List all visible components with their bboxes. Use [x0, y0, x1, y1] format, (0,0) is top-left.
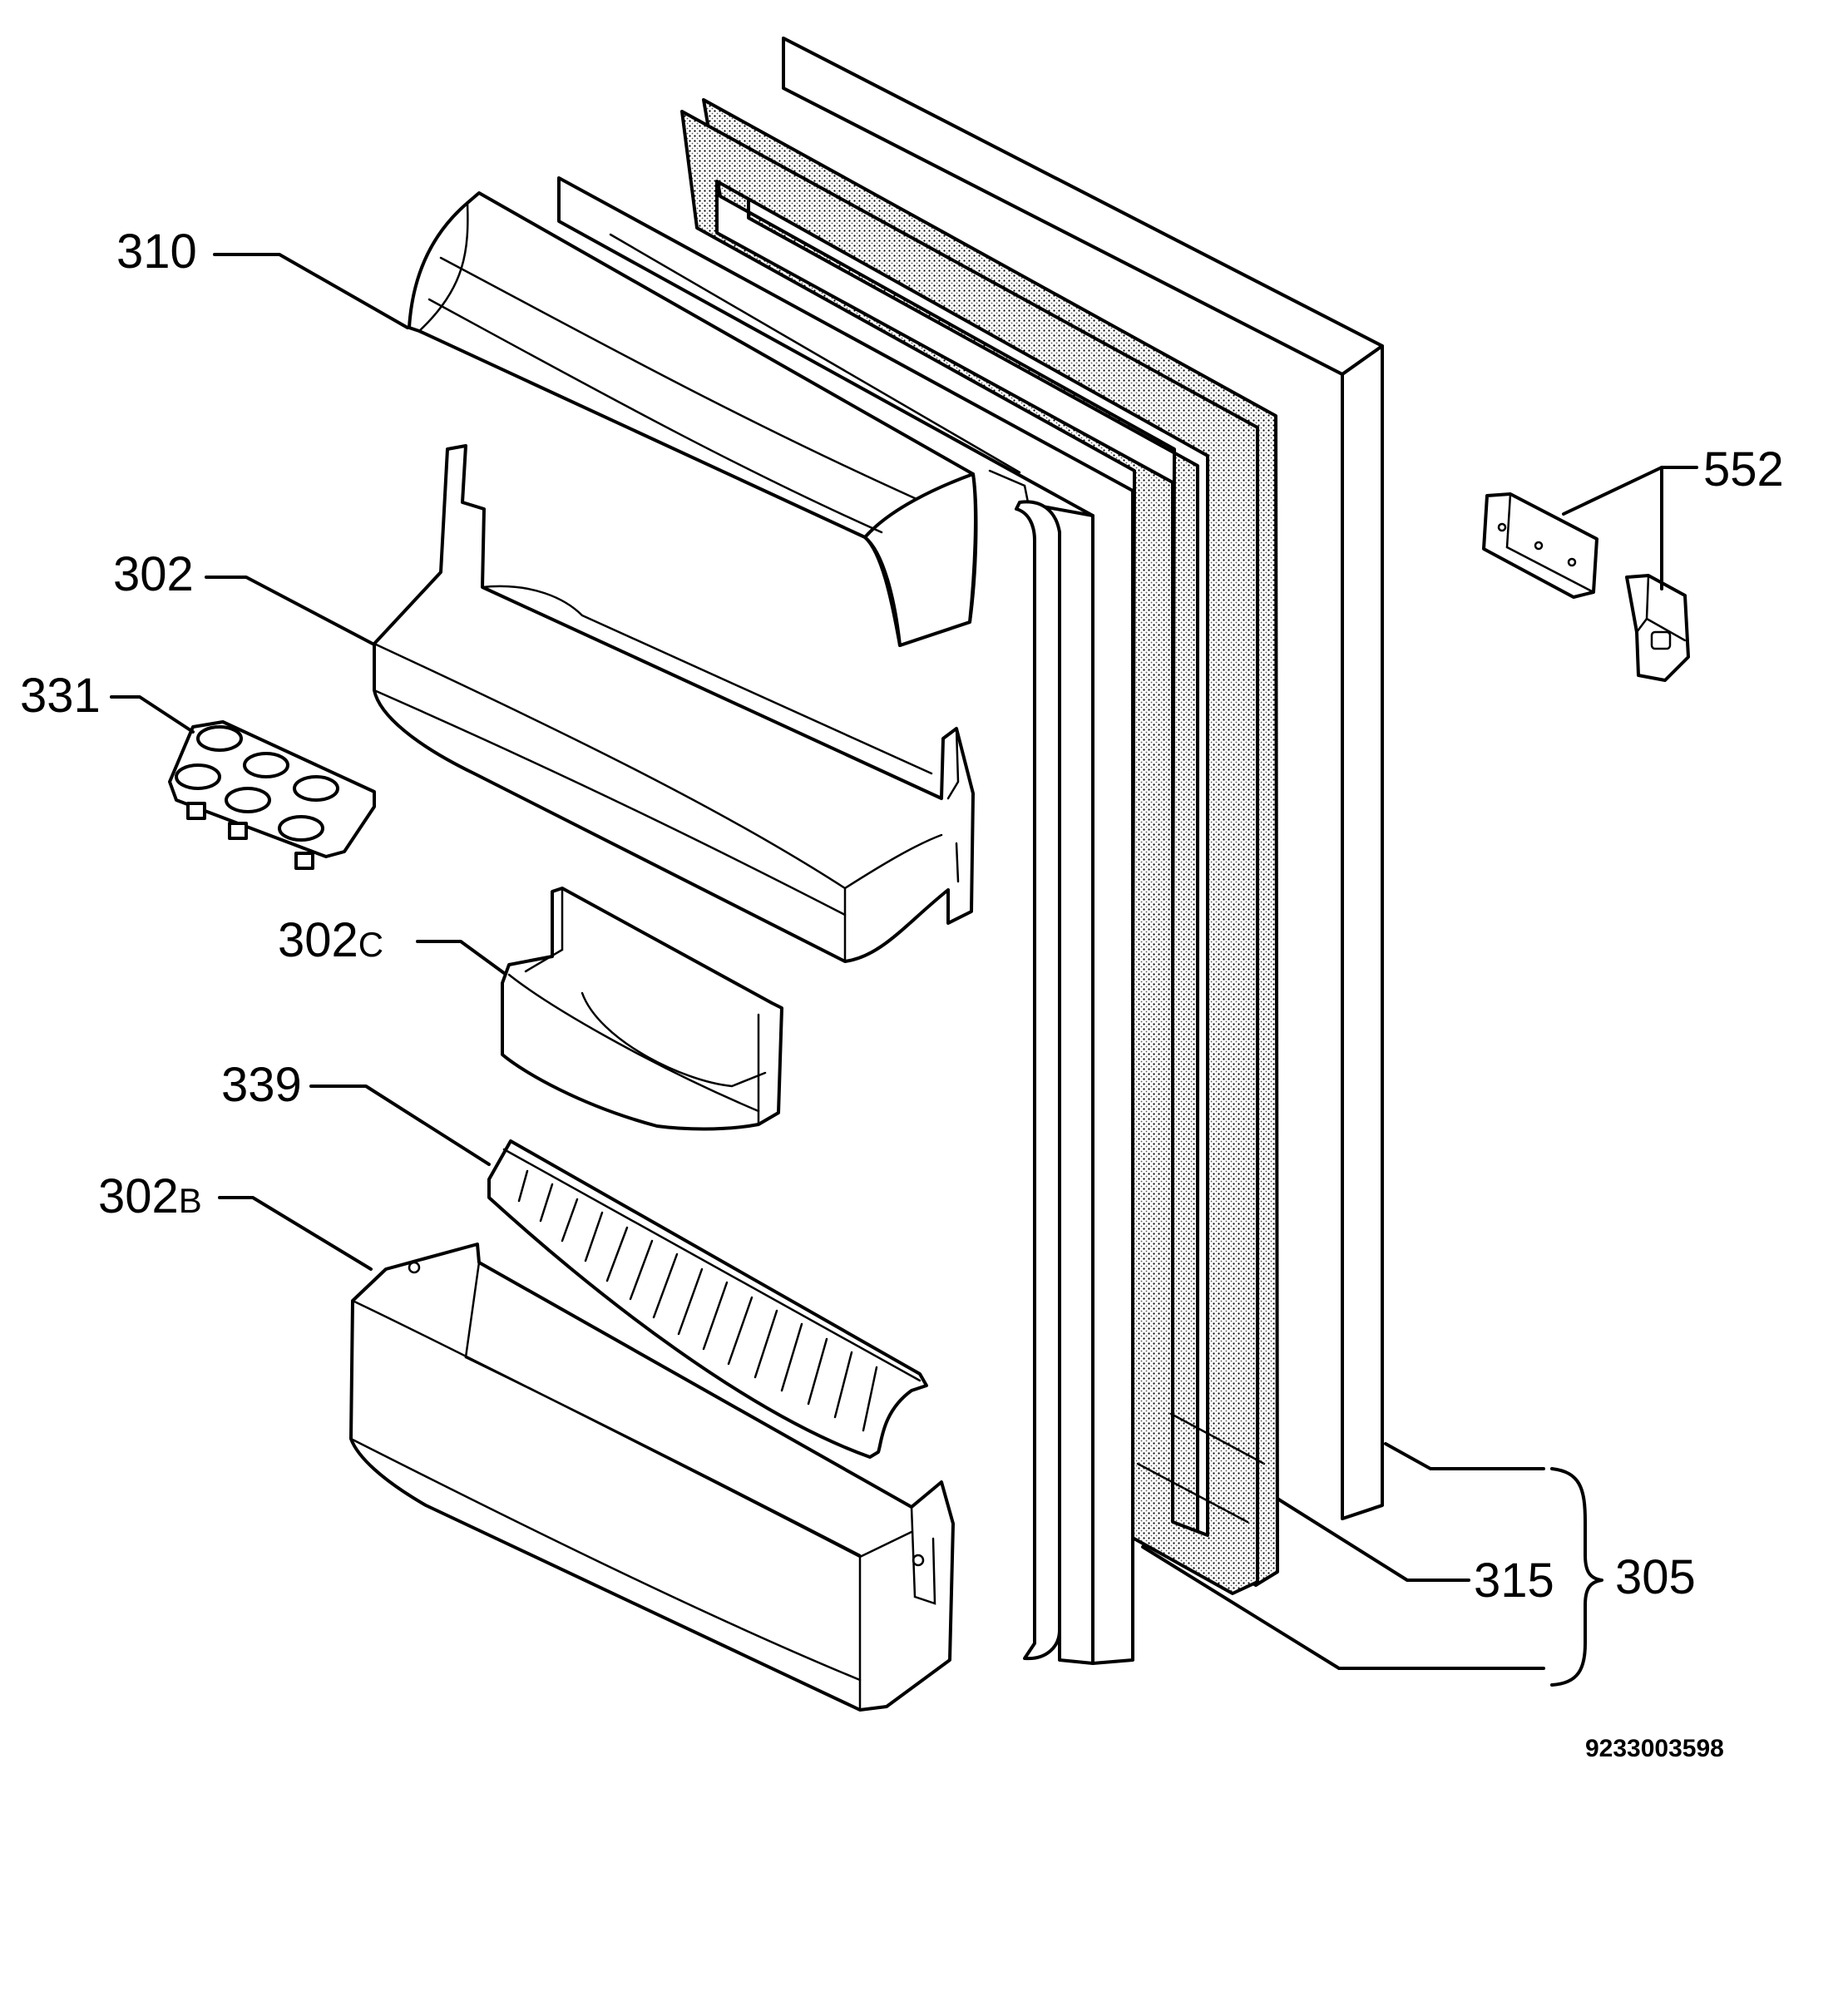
callout-302b-suffix: B: [179, 1181, 202, 1220]
lower-bottle-shelf: [349, 1243, 955, 1712]
callout-302b: 302B: [98, 1169, 202, 1223]
callout-302: 302: [113, 547, 194, 601]
callout-339: 339: [221, 1058, 302, 1112]
callout-310: 310: [116, 225, 197, 279]
upper-door-shelf: [373, 444, 975, 963]
leader-lines: [110, 253, 1698, 1687]
egg-tray: [168, 720, 376, 870]
callout-302b-number: 302: [98, 1169, 179, 1223]
callout-302c: 302C: [278, 913, 383, 967]
callout-552: 552: [1703, 442, 1784, 497]
callout-302c-number: 302: [278, 913, 358, 967]
hinge-brackets: [1482, 492, 1690, 682]
drawing-number: 9233003598: [1585, 1735, 1724, 1762]
bottle-guard: [487, 1139, 928, 1459]
callout-302c-suffix: C: [358, 925, 383, 964]
callout-305: 305: [1615, 1550, 1696, 1604]
small-bottle-holder: [501, 887, 783, 1131]
dairy-compartment-lid: [408, 191, 978, 647]
outer-door-panel: [782, 37, 1384, 1520]
callout-331: 331: [20, 669, 101, 723]
callout-315: 315: [1474, 1554, 1554, 1608]
door-gasket: [680, 98, 1279, 1595]
inner-door-liner: [557, 176, 1134, 1665]
